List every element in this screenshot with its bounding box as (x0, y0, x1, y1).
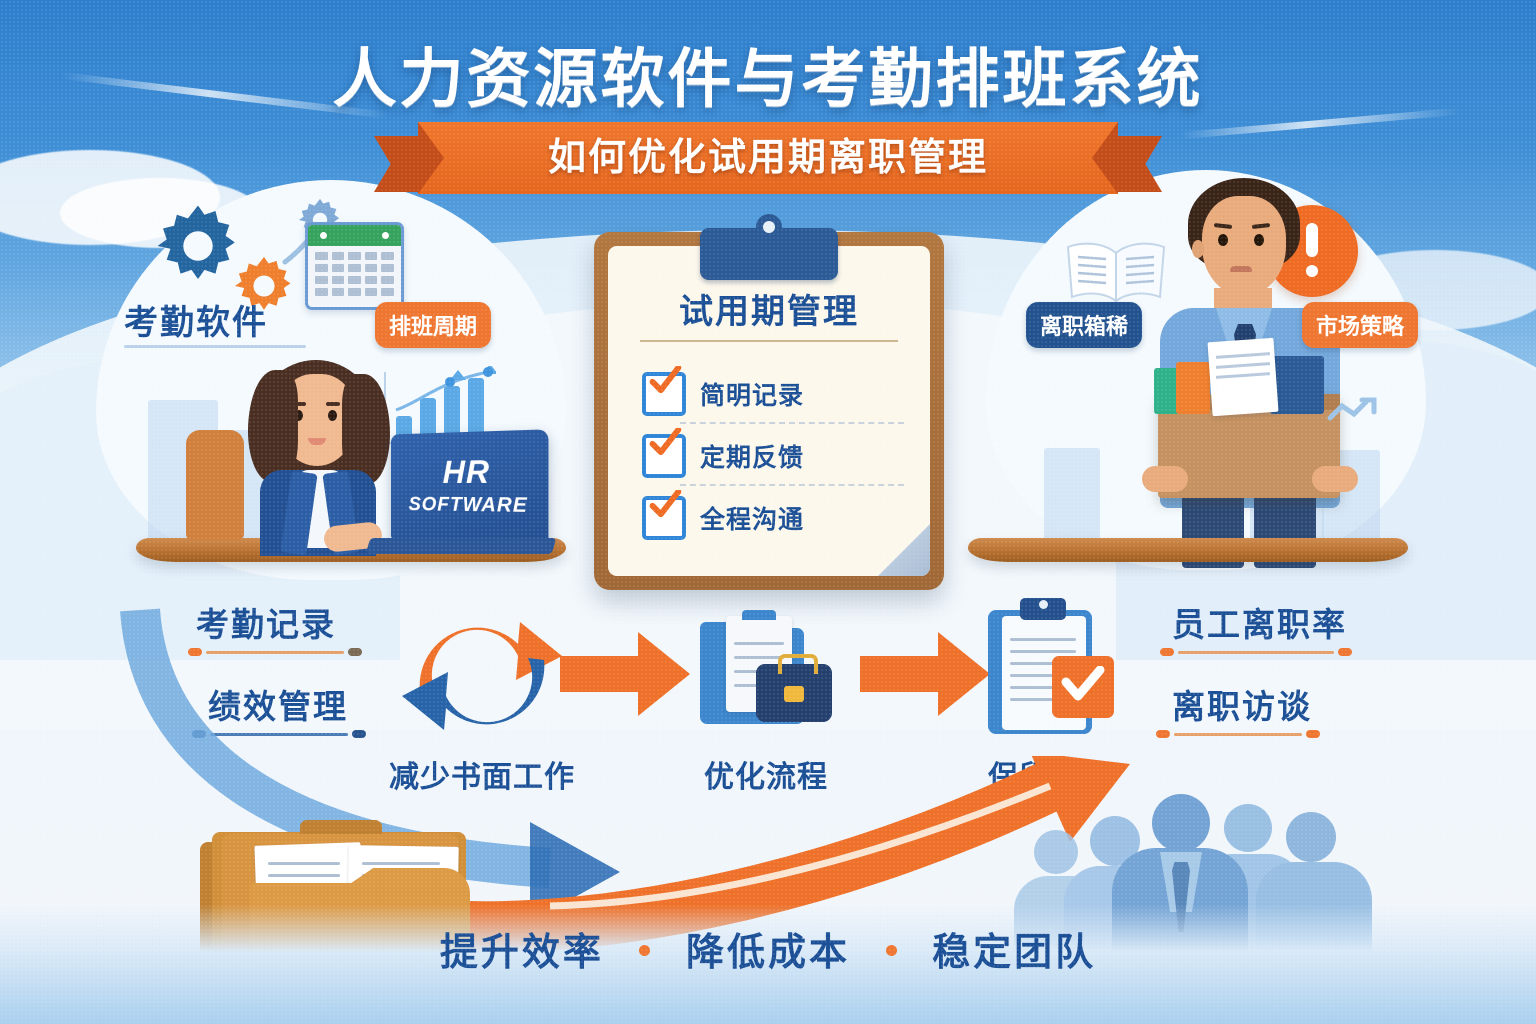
handshake-decoration-icon (1327, 397, 1377, 421)
doc-line (1010, 650, 1076, 653)
left-label-2-enddot (352, 730, 366, 738)
chart-bar (444, 386, 460, 444)
doc-line (362, 862, 440, 865)
left-label-2-line (210, 733, 348, 736)
right-label-2-dot (1156, 730, 1170, 738)
bottom-tag-3: 稳定团队 (932, 932, 1097, 974)
right-label-2-enddot (1306, 730, 1320, 738)
checkbox-checked-icon[interactable] (642, 490, 686, 540)
doc-line (1010, 674, 1076, 677)
checklist-item[interactable]: 全程沟通 (642, 490, 908, 540)
bullet-dot-icon (639, 945, 651, 957)
left-label-1-enddot (348, 648, 362, 656)
laptop-screen: HR SOFTWARE (391, 429, 549, 545)
refresh-cycle-icon (402, 622, 562, 730)
laptop-label-primary: HR (442, 453, 491, 491)
bottom-gradient-strip (0, 904, 1536, 1024)
doc-line (734, 670, 772, 673)
left-scene-label-underline (124, 345, 306, 348)
doc-line (1010, 638, 1076, 641)
right-label-1-line (1178, 651, 1334, 654)
left-label-1-dot (188, 648, 202, 656)
doc-line (1010, 686, 1060, 689)
checklist-separator (680, 484, 904, 486)
checkbox-checked-icon[interactable] (642, 366, 686, 416)
right-label-1: 员工离职率 (1172, 606, 1347, 643)
doc-line (1010, 662, 1076, 665)
checkbox-checked-icon[interactable] (642, 428, 686, 478)
right-label-2-line (1174, 733, 1302, 736)
left-label-1-line (206, 651, 344, 654)
right-label-1-enddot (1338, 648, 1352, 656)
checklist-item[interactable]: 定期反馈 (642, 428, 908, 478)
folder-briefcase-icon (692, 606, 840, 732)
page-subtitle: 如何优化试用期离职管理 (547, 137, 988, 179)
doc-line (268, 874, 340, 877)
page-title: 人力资源软件与考勤排班系统 (332, 43, 1204, 115)
open-book-icon (1066, 242, 1166, 304)
left-scene-chip[interactable]: 排班周期 (375, 302, 492, 348)
clipboard-check-icon (976, 594, 1116, 738)
gear-small-icon (234, 256, 291, 310)
flow-arrow-1 (560, 632, 690, 716)
checklist-separator (680, 422, 904, 424)
calendar-icon (305, 222, 404, 310)
subtitle-ribbon: 如何优化试用期离职管理 (374, 122, 1162, 194)
right-label-2: 离职访谈 (1172, 688, 1312, 725)
flow-arrow-2 (860, 632, 990, 716)
bullet-dot-icon (885, 945, 897, 957)
checklist-item[interactable]: 简明记录 (642, 366, 908, 416)
doc-line (1010, 698, 1068, 701)
flow-label-2: 优化流程 (704, 761, 828, 794)
right-scene-chip-orange[interactable]: 市场策略 (1302, 302, 1419, 348)
right-scene-chip-blue[interactable]: 离职箱稀 (1026, 302, 1143, 348)
checklist-item-label: 简明记录 (700, 382, 805, 410)
clipboard-ring-icon (756, 214, 782, 240)
left-scene-label: 考勤软件 (124, 304, 268, 342)
doc-line (268, 862, 340, 865)
left-label-1: 考勤记录 (196, 606, 336, 643)
desk-right (968, 538, 1408, 562)
bottom-tagline: 提升效率 降低成本 稳定团队 (0, 921, 1536, 976)
laptop-label-secondary: SOFTWARE (408, 493, 528, 518)
bottom-tag-2: 降低成本 (685, 932, 850, 974)
departing-employee-avatar (1130, 178, 1380, 568)
checklist-item-label: 全程沟通 (700, 506, 805, 534)
hr-professional-avatar (186, 352, 450, 556)
left-label-2: 绩效管理 (208, 688, 348, 725)
doc-line (734, 656, 784, 659)
clipboard-divider (640, 340, 898, 342)
gear-large-icon (157, 205, 235, 280)
doc-line (734, 642, 784, 645)
laptop-base (365, 538, 557, 554)
checklist-item-label: 定期反馈 (700, 444, 805, 472)
right-label-1-dot (1160, 648, 1174, 656)
ribbon-body (418, 122, 1118, 194)
clipboard-heading: 试用期管理 (679, 293, 859, 331)
chart-bar (468, 378, 484, 444)
bottom-tag-1: 提升效率 (439, 932, 604, 974)
flow-label-1: 减少书面工作 (389, 761, 575, 794)
probation-checklist-card: 试用期管理 简明记录 定期反馈 全程沟通 (594, 214, 944, 590)
